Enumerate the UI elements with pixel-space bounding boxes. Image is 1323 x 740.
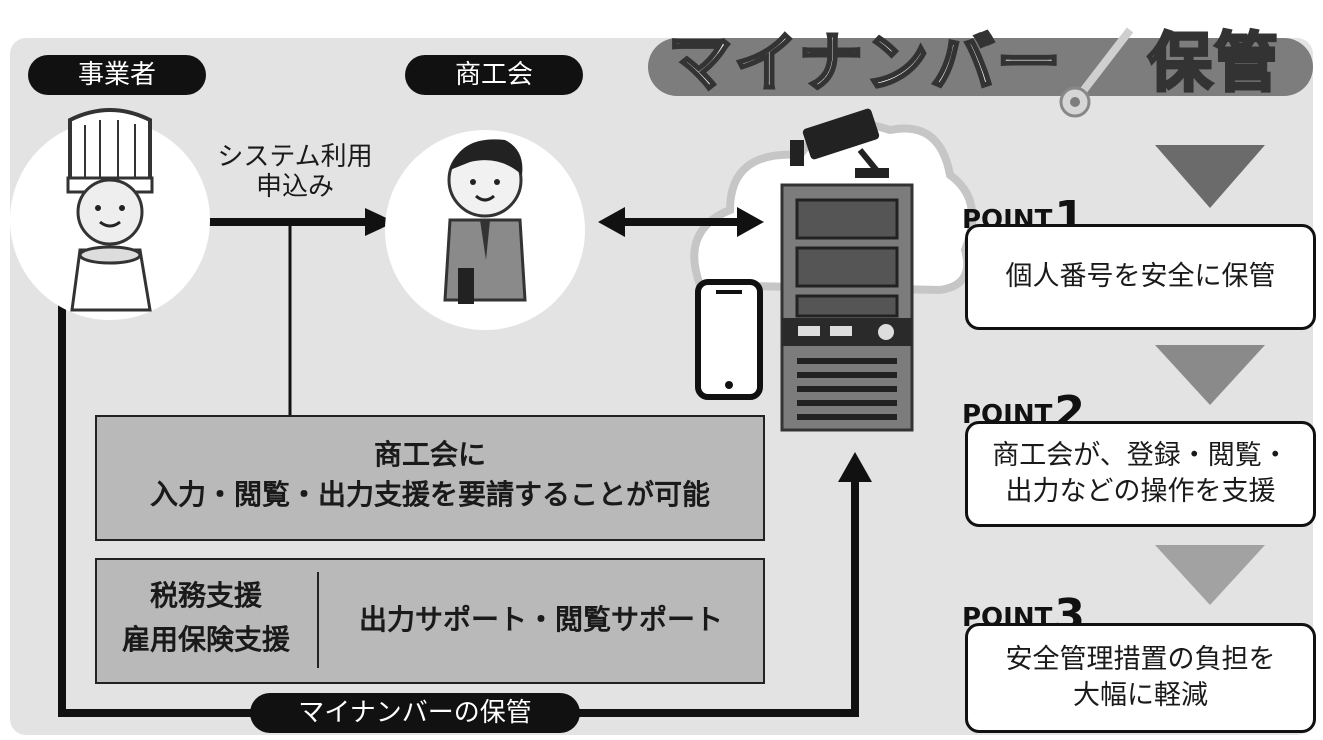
support-box: 税務支援 雇用保険支援 出力サポート・閲覧サポート bbox=[95, 558, 765, 684]
chef-illustration bbox=[10, 108, 210, 320]
support-divider bbox=[317, 572, 319, 668]
point-3-text-line2: 大幅に軽減 bbox=[1073, 680, 1208, 711]
chamber-label: 商工会 bbox=[405, 55, 583, 95]
request-box: 商工会に 入力・閲覧・出力支援を要請することが可能 bbox=[95, 415, 765, 541]
request-box-line2: 入力・閲覧・出力支援を要請することが可能 bbox=[149, 478, 710, 511]
point-1-text: 個人番号を安全に保管 bbox=[1005, 261, 1276, 292]
point-3-box: 安全管理措置の負担を 大幅に軽減 bbox=[965, 623, 1316, 733]
title-mynumber: マイナンバー bbox=[667, 26, 1063, 103]
tax-support-label: 税務支援 bbox=[149, 579, 262, 612]
support-box-left: 税務支援 雇用保険支援 bbox=[97, 574, 315, 662]
apply-label: システム利用 申込み bbox=[210, 142, 380, 202]
request-box-line1: 商工会に bbox=[373, 438, 486, 471]
bidirectional-arrow bbox=[598, 207, 764, 237]
mynumber-storage-label: マイナンバーの保管 bbox=[250, 693, 580, 733]
point-3-text-line1: 安全管理措置の負担を bbox=[1005, 644, 1276, 675]
businessman-illustration bbox=[385, 130, 585, 330]
camera-icon bbox=[790, 108, 889, 178]
business-owner-label: 事業者 bbox=[28, 55, 206, 95]
server-icon bbox=[780, 183, 914, 432]
point-2-text-line1: 商工会が、登録・閲覧・ bbox=[992, 440, 1289, 471]
apply-arrow bbox=[205, 208, 395, 236]
title-banner bbox=[648, 38, 1313, 96]
employment-insurance-label: 雇用保険支援 bbox=[121, 623, 290, 656]
down-triangle-3 bbox=[1155, 545, 1265, 605]
smartphone-icon bbox=[695, 279, 763, 400]
point-2-box: 商工会が、登録・閲覧・ 出力などの操作を支援 bbox=[965, 421, 1316, 527]
key-icon bbox=[1059, 27, 1134, 118]
point-2-text-line2: 出力などの操作を支援 bbox=[1005, 476, 1276, 507]
apply-label-line2: 申込み bbox=[255, 172, 334, 202]
apply-label-line1: システム利用 bbox=[217, 142, 373, 172]
output-view-support-label: 出力サポート・閲覧サポート bbox=[358, 603, 723, 636]
down-triangle-1 bbox=[1155, 145, 1265, 208]
title-storage: 保管 bbox=[1147, 26, 1280, 103]
down-triangle-2 bbox=[1155, 345, 1265, 405]
point-1-box: 個人番号を安全に保管 bbox=[965, 224, 1316, 330]
